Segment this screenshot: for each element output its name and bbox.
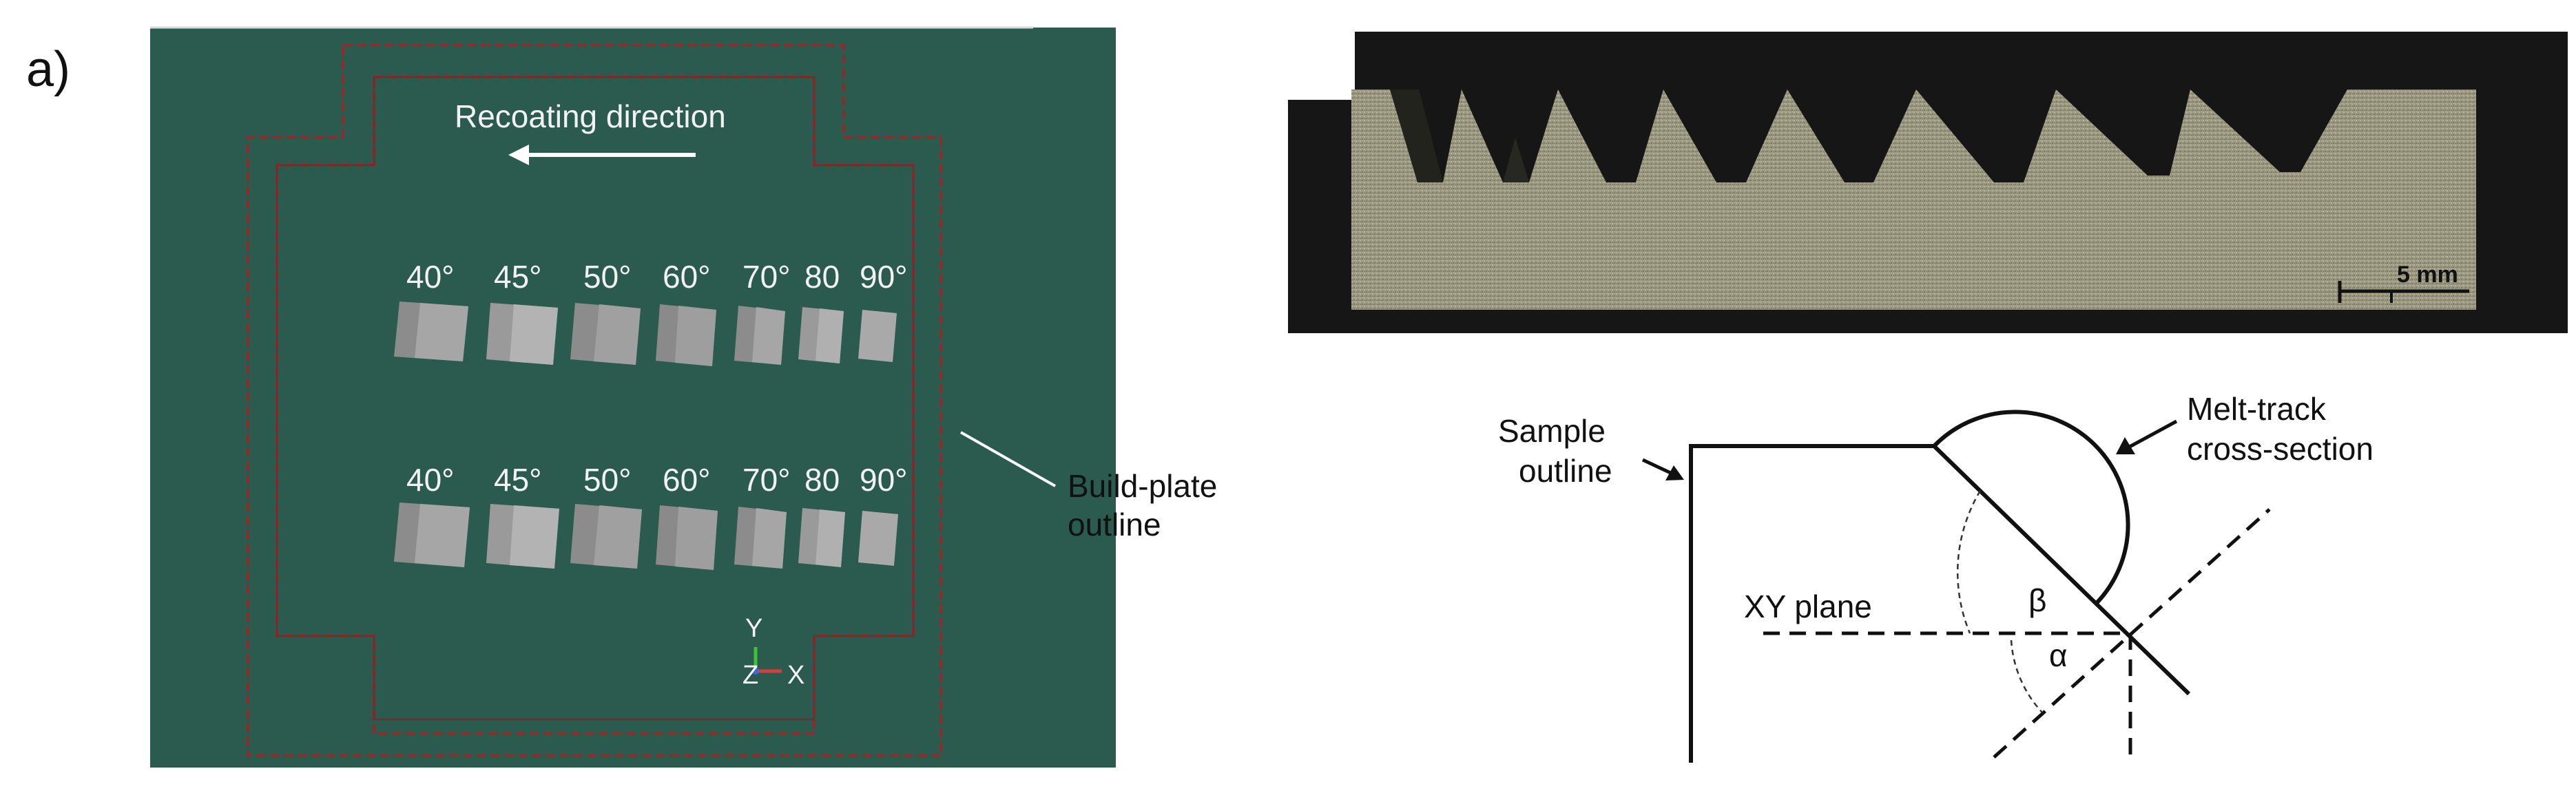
panel-a-label: a) <box>26 42 71 97</box>
alpha-label: α <box>2049 637 2068 673</box>
alpha-arc <box>2010 639 2043 713</box>
axis-x-label: X <box>787 661 804 690</box>
build-plate-leader-line <box>960 431 1056 487</box>
angle-label: 40° <box>406 259 455 295</box>
melt-track-arc <box>1932 410 2130 606</box>
build-plate-label-line2: outline <box>1068 507 1161 542</box>
sample-block <box>570 303 641 365</box>
angle-label: 45° <box>494 462 542 498</box>
sample-outline-label-line1: Sample <box>1498 413 1606 449</box>
sample-blocks-row-1 <box>394 302 897 366</box>
sample-block <box>734 306 785 365</box>
axis-z-label: Z <box>742 661 758 690</box>
sample-block <box>656 304 716 366</box>
sample-block <box>858 511 898 566</box>
axis-triad: Y Z X <box>742 614 804 690</box>
normal-dashed-line <box>1993 508 2271 759</box>
sample-block <box>486 504 559 569</box>
angle-label: 70° <box>742 462 791 498</box>
melt-track-label-line1: Melt-track <box>2187 391 2327 427</box>
angle-label: 50° <box>583 462 632 498</box>
angle-label: 90° <box>860 259 908 295</box>
angle-label: 60° <box>663 259 711 295</box>
sample-block <box>734 507 787 569</box>
sample-block <box>798 307 844 363</box>
sample-block <box>394 302 468 361</box>
melt-track-arrow <box>2127 419 2178 450</box>
sample-block <box>570 504 642 569</box>
sample-block <box>798 508 845 567</box>
build-plate-background <box>150 28 1116 768</box>
sample-block <box>656 505 718 570</box>
xy-plane-label: XY plane <box>1744 589 1872 624</box>
angle-label: 40° <box>406 462 455 498</box>
recoating-direction-label: Recoating direction <box>455 98 726 134</box>
angle-label: 80 <box>804 462 840 498</box>
sample-outline-line <box>1689 444 2191 763</box>
beta-label: β <box>2028 582 2046 618</box>
sample-block <box>394 503 470 567</box>
sample-block <box>486 303 558 365</box>
sample-block <box>858 310 897 362</box>
melt-track-label-line2: cross-section <box>2187 431 2374 467</box>
sample-outline-arrow <box>1641 458 1676 477</box>
outer-build-outline <box>247 44 942 757</box>
angle-label: 60° <box>663 462 711 498</box>
angle-label: 80 <box>804 259 840 295</box>
scale-bar-label: 5 mm <box>2397 262 2458 288</box>
angle-label: 45° <box>494 259 542 295</box>
metal-cross-section <box>1351 89 2476 310</box>
inner-build-outline <box>276 76 915 721</box>
beta-arc <box>1957 490 1982 634</box>
sample-blocks-row-2 <box>394 503 898 570</box>
angle-label: 50° <box>583 259 632 295</box>
recoating-arrow-head <box>508 145 529 165</box>
angle-label: 70° <box>742 259 791 295</box>
angle-labels-row-2: 40° 45° 50° 60° 70° 80 90° <box>406 462 908 498</box>
sample-outline-label-line2: outline <box>1519 453 1612 489</box>
axis-y-label: Y <box>745 614 762 643</box>
build-plate-label-line1: Build-plate <box>1068 468 1217 504</box>
angle-labels-row-1: 40° 45° 50° 60° 70° 80 90° <box>406 259 908 295</box>
angle-label: 90° <box>860 462 908 498</box>
